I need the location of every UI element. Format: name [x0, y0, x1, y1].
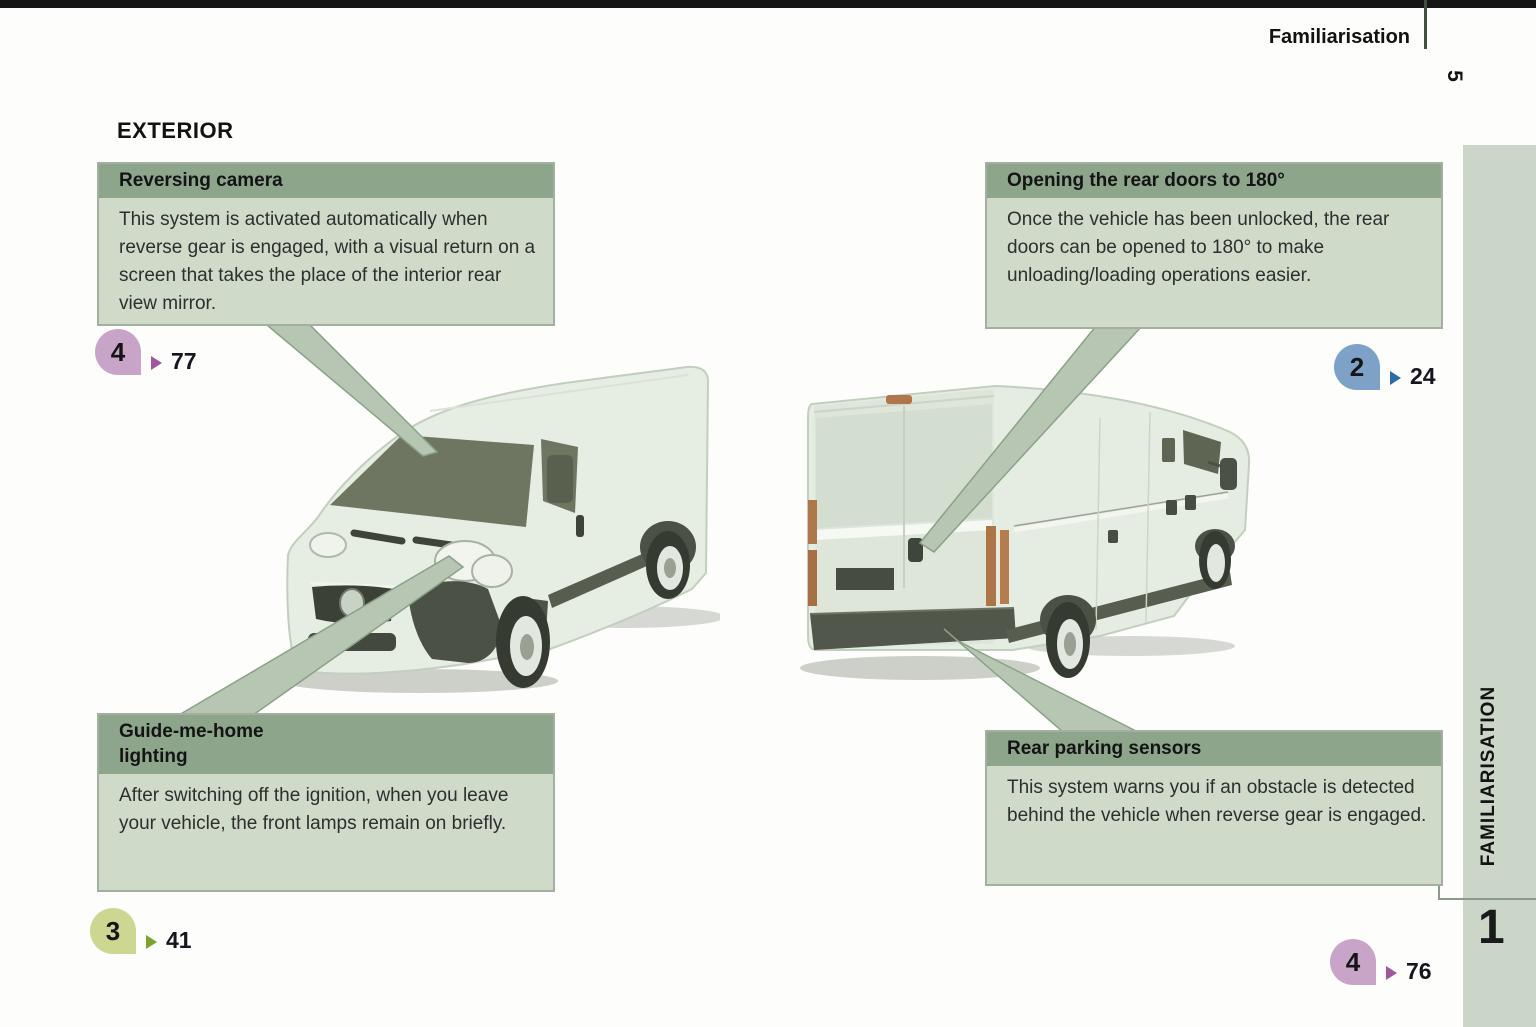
callout-title: Reversing camera — [99, 164, 553, 198]
page-ref-arrow-icon — [151, 356, 162, 370]
callout-rear-doors-180: Opening the rear doors to 180° Once the … — [985, 162, 1443, 329]
rear-van-illustration — [800, 384, 1251, 680]
front-van-illustration — [282, 365, 720, 693]
callout-text: After switching off the ignition, when y… — [99, 774, 553, 890]
page-ref-arrow-icon — [1386, 966, 1397, 980]
callout-title: Opening the rear doors to 180° — [987, 164, 1441, 198]
page-ref-group-reversing-camera: 4 77 — [95, 329, 197, 375]
page-number: 5 — [1442, 70, 1466, 82]
chapter-side-strip — [1463, 145, 1536, 1027]
chapter-separator-tick — [1438, 883, 1440, 900]
page-ref-arrow-icon — [1390, 371, 1401, 385]
top-edge-bar — [0, 0, 1536, 8]
page-ref-number: 76 — [1406, 958, 1432, 984]
badge-pin: 2 — [1334, 344, 1380, 390]
page-ref-group-rear-doors: 2 24 — [1334, 344, 1436, 390]
page-ref-arrow-icon — [146, 935, 157, 949]
page-ref-group-guide-me-home: 3 41 — [90, 908, 192, 954]
callout-title: Guide-me-home lighting — [99, 715, 553, 774]
callout-text: This system is activated automatically w… — [99, 198, 553, 324]
page-ref-number: 41 — [166, 927, 192, 953]
callout-title: Rear parking sensors — [987, 732, 1441, 766]
callout-rear-parking-sensors: Rear parking sensors This system warns y… — [985, 730, 1443, 886]
callout-text: Once the vehicle has been unlocked, the … — [987, 198, 1441, 327]
badge-pin: 3 — [90, 908, 136, 954]
section-title: EXTERIOR — [117, 118, 234, 143]
page-ref-number: 77 — [171, 348, 197, 374]
callout-reversing-camera: Reversing camera This system is activate… — [97, 162, 555, 326]
badge-pin: 4 — [95, 329, 141, 375]
page-ref-number: 24 — [1410, 363, 1436, 389]
chapter-tab-label: FAMILIARISATION — [1478, 685, 1499, 867]
page-header-title: Familiarisation — [1268, 26, 1410, 48]
chapter-number: 1 — [1478, 901, 1505, 954]
callout-text: This system warns you if an obstacle is … — [987, 766, 1441, 884]
callout-guide-me-home-lighting: Guide-me-home lighting After switching o… — [97, 713, 555, 892]
page-ref-group-parking-sensors: 4 76 — [1330, 939, 1432, 985]
header-divider-line — [1424, 0, 1427, 49]
badge-pin: 4 — [1330, 939, 1376, 985]
chapter-separator-line — [1438, 898, 1536, 900]
